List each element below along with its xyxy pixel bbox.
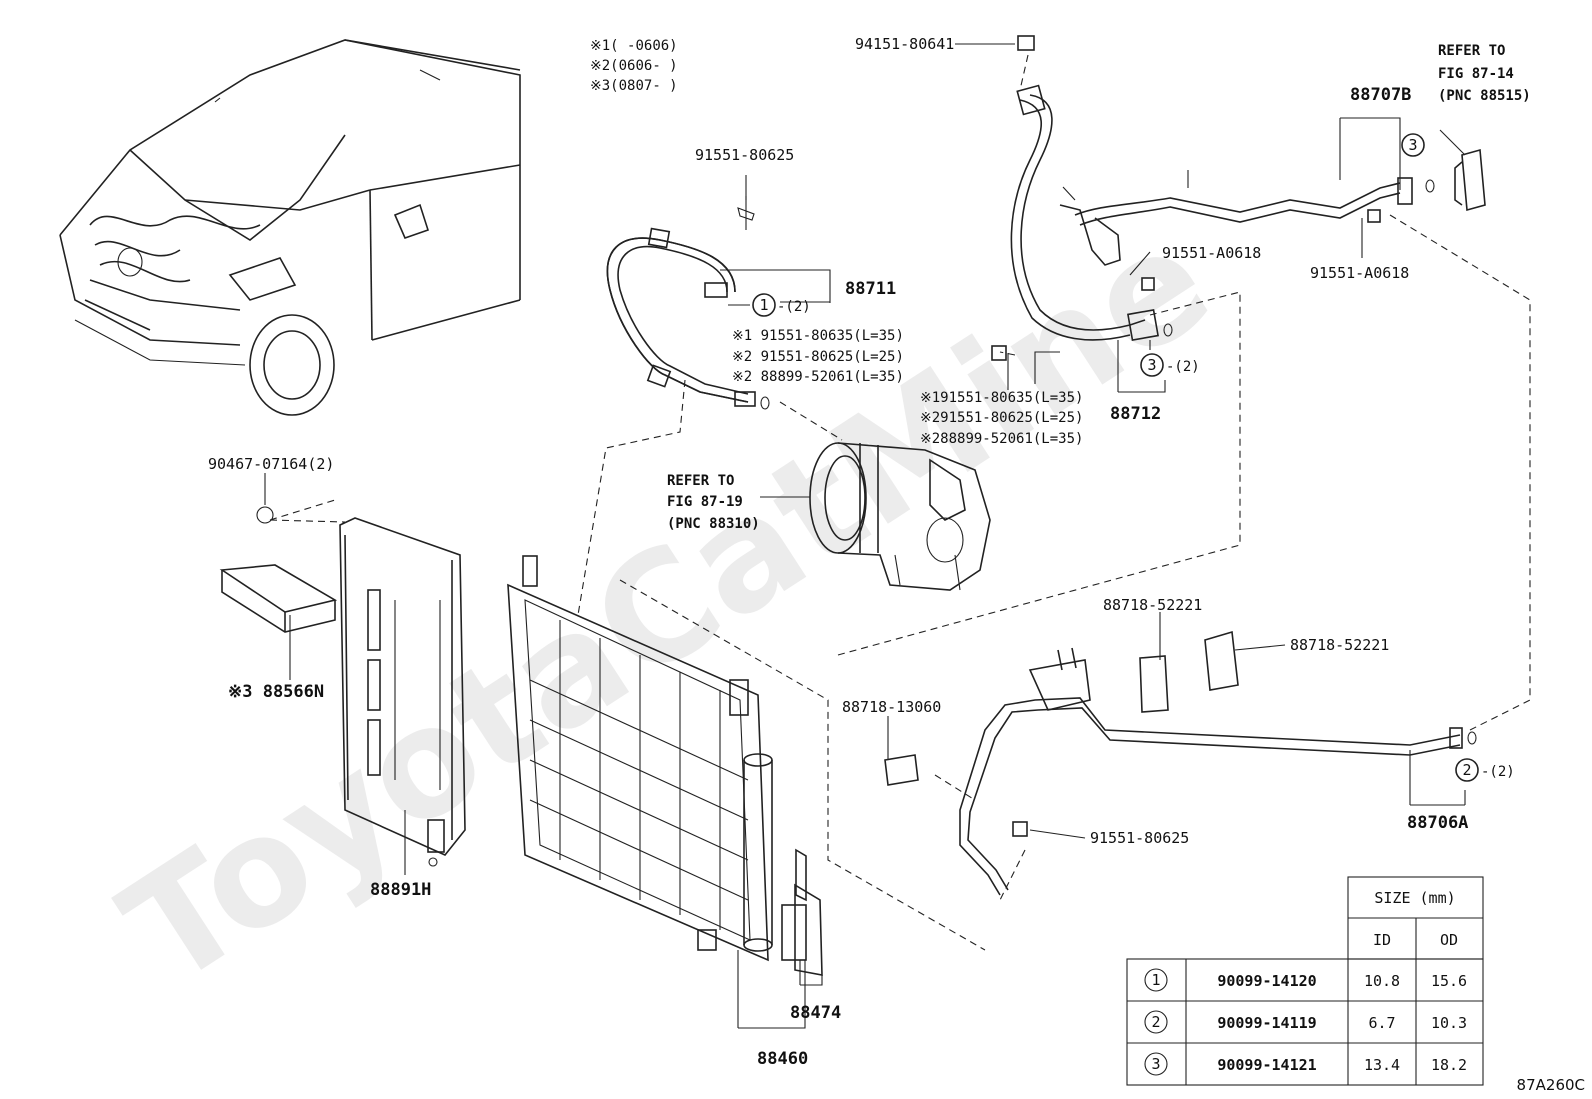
seal-marker-3 xyxy=(1140,353,1164,377)
seal-marker-2 xyxy=(1455,758,1479,782)
row-part-number: 90099-14121 xyxy=(1217,1056,1316,1074)
seal-marker-1-label: 1 xyxy=(759,296,768,314)
row-od: 18.2 xyxy=(1431,1056,1467,1074)
row-part-number: 90099-14119 xyxy=(1217,1014,1316,1032)
seal-marker-3-label: 3 xyxy=(1408,136,1417,154)
part-88711-seal-qty: -(2) xyxy=(777,299,811,315)
table-row: 3 90099-14121 13.4 18.2 xyxy=(1144,1052,1467,1076)
row-id: 10.8 xyxy=(1364,972,1400,990)
part-88718-52221: 88718-52221 xyxy=(1290,636,1389,654)
part-88474: 88474 xyxy=(790,1003,841,1023)
refer-line: FIG 87-14 xyxy=(1438,66,1514,82)
part-94151-80641: 94151-80641 xyxy=(855,35,954,53)
watermark: ToyotaCatMine xyxy=(95,193,1239,1021)
table-row: 1 90099-14120 10.8 15.6 xyxy=(1144,968,1467,992)
bolt-spec: ※288899-52061(L=35) xyxy=(920,431,1083,447)
leader-lines xyxy=(264,43,1466,1029)
row-id: 13.4 xyxy=(1364,1056,1400,1074)
seal-markers: 1 3 3 2 xyxy=(752,133,1479,782)
part-91551-a0618: 91551-A0618 xyxy=(1310,264,1409,282)
part-labels: 94151-80641 88707B 91551-A0618 91551-A06… xyxy=(208,35,1515,1069)
refer-line: REFER TO xyxy=(1438,43,1505,59)
part-90467-07164: 90467-07164(2) xyxy=(208,455,334,473)
part-88712: 88712 xyxy=(1110,404,1161,424)
pipe-88706a xyxy=(884,630,1477,896)
note-mark: ※3 xyxy=(590,78,610,94)
svg-text:※2(0606- ): ※2(0606- ) xyxy=(590,58,678,74)
part-88566n: ※3 88566N xyxy=(228,682,324,702)
part-88460: 88460 xyxy=(757,1049,808,1069)
size-table-col-od: OD xyxy=(1440,931,1458,949)
condenser-88460 xyxy=(507,555,823,976)
row-mark: 1 xyxy=(1151,971,1160,989)
row-mark: 2 xyxy=(1151,1013,1160,1031)
seal-marker-3 xyxy=(1401,133,1425,157)
size-table: SIZE (mm) ID OD 1 90099-14120 10.8 15.6 … xyxy=(1126,876,1484,1086)
refer-line: (PNC 88310) xyxy=(667,516,760,532)
part-88707b: 88707B xyxy=(1350,85,1411,105)
refer-top: REFER TO FIG 87-14 (PNC 88515) xyxy=(1438,43,1531,104)
vehicle-illustration xyxy=(59,39,521,416)
seal-marker-1 xyxy=(752,293,776,317)
refer-line: FIG 87-19 xyxy=(667,494,743,510)
seal-marker-2-label: 2 xyxy=(1462,761,1471,779)
bolt-spec: ※291551-80625(L=25) xyxy=(920,410,1083,426)
size-table-header: SIZE (mm) xyxy=(1374,889,1455,907)
note-mark: ※1 xyxy=(590,38,610,54)
row-id: 6.7 xyxy=(1368,1014,1395,1032)
compressor-bolt-right xyxy=(991,345,1007,361)
svg-text:※3(0807- ): ※3(0807- ) xyxy=(590,78,678,94)
bolt-spec: ※2 88899-52061(L=35) xyxy=(732,369,904,385)
bolt-spec: ※191551-80635(L=35) xyxy=(920,390,1083,406)
part-88891h: 88891H xyxy=(370,880,431,900)
refer-line: (PNC 88515) xyxy=(1438,88,1531,104)
table-row: 2 90099-14119 6.7 10.3 xyxy=(1144,1010,1467,1034)
part-88718-13060: 88718-13060 xyxy=(842,698,941,716)
row-mark: 3 xyxy=(1151,1055,1160,1073)
refer-line: REFER TO xyxy=(667,473,734,489)
seal-marker-3-label: 3 xyxy=(1147,356,1156,374)
part-91551-80625: 91551-80625 xyxy=(695,146,794,164)
part-91551-80625: 91551-80625 xyxy=(1090,829,1189,847)
part-88718-52221: 88718-52221 xyxy=(1103,596,1202,614)
part-91551-a0618: 91551-A0618 xyxy=(1162,244,1261,262)
svg-text:※1( -0606): ※1( -0606) xyxy=(590,38,678,54)
row-part-number: 90099-14120 xyxy=(1217,972,1316,990)
part-88706a: 88706A xyxy=(1407,813,1468,833)
note-range: ( -0606) xyxy=(610,38,677,54)
note-range: (0606- ) xyxy=(610,58,677,74)
part-88712-seal-qty: -(2) xyxy=(1166,359,1200,375)
refer-compressor: REFER TO FIG 87-19 (PNC 88310) xyxy=(667,473,760,532)
part-88711: 88711 xyxy=(845,279,896,299)
air-guide-88891h xyxy=(256,506,466,867)
bolt-spec: ※1 91551-80635(L=35) xyxy=(732,328,904,344)
compressor xyxy=(809,442,991,591)
note-range: (0807- ) xyxy=(610,78,677,94)
date-notes: ※1( -0606) ※2(0606- ) ※3(0807- ) xyxy=(590,38,678,94)
duct-88566n xyxy=(219,564,338,633)
figure-code: 87A260C xyxy=(1517,1076,1585,1094)
note-mark: ※2 xyxy=(590,58,610,74)
row-od: 15.6 xyxy=(1431,972,1467,990)
bolt-spec: ※2 91551-80625(L=25) xyxy=(732,349,904,365)
hose-88711 xyxy=(606,196,770,410)
size-table-col-id: ID xyxy=(1373,931,1391,949)
hose-88707b xyxy=(1010,35,1486,341)
connection-lines xyxy=(269,54,1531,951)
part-88706a-seal-qty: -(2) xyxy=(1481,764,1515,780)
row-od: 10.3 xyxy=(1431,1014,1467,1032)
